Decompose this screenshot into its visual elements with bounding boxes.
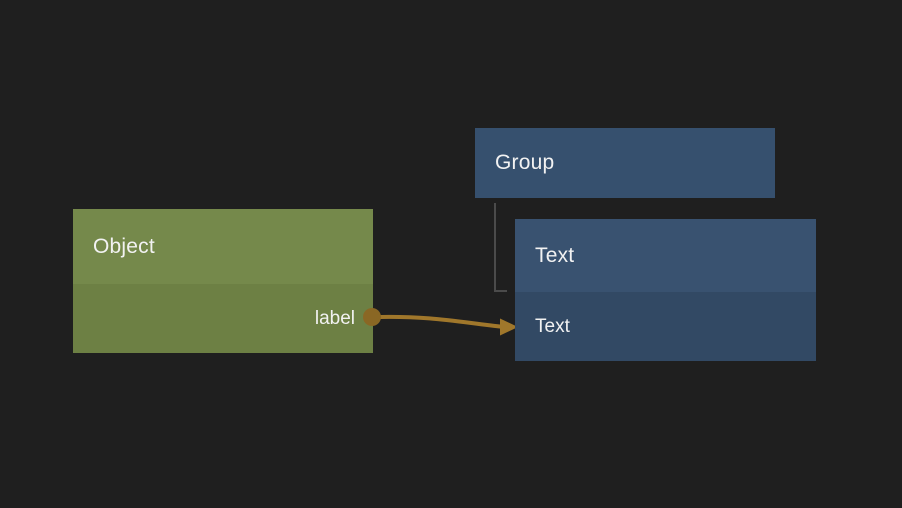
node-text-input-row[interactable]: Text [515,292,816,361]
node-group-title: Group [495,151,555,174]
output-port-dot[interactable] [363,308,381,326]
node-text-title: Text [535,243,575,267]
node-object-header[interactable]: Object [73,209,373,284]
hierarchy-connector-line [494,203,507,292]
node-object[interactable]: Object label [73,209,373,353]
connection-wire[interactable] [377,314,505,329]
node-text-row-label: Text [535,315,570,337]
node-text[interactable]: Text Text [515,219,816,361]
node-group-header[interactable]: Group [475,128,775,198]
node-text-header[interactable]: Text [515,219,816,292]
node-object-output-row[interactable]: label [73,284,373,353]
output-port-label: label [314,307,355,329]
node-group[interactable]: Group [475,128,775,198]
node-object-title: Object [93,234,155,258]
